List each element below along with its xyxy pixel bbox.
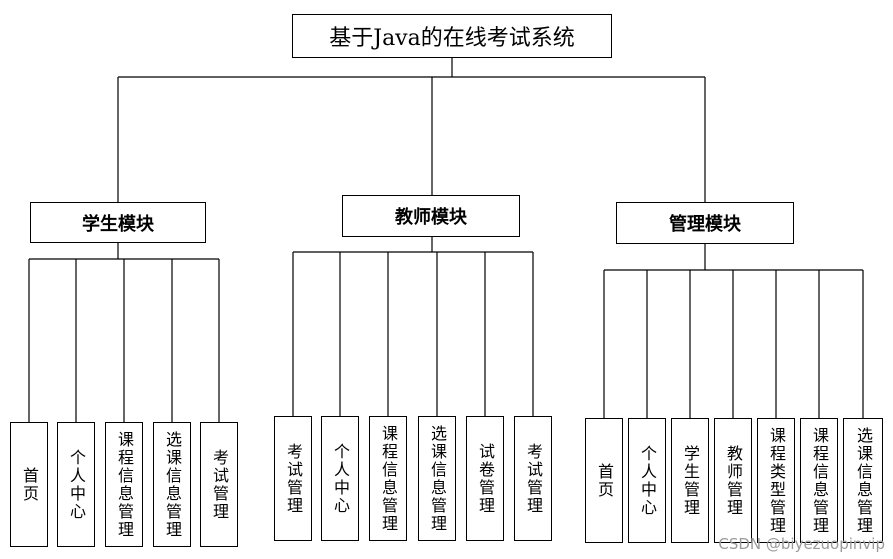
leaf-label: 考试管理	[284, 442, 303, 515]
leaf-label: 选课信息管理	[854, 426, 873, 535]
module-box-teacher: 教师模块	[342, 195, 520, 237]
leaf-label: 学生管理	[681, 444, 700, 517]
leaf-label: 考试管理	[524, 442, 543, 515]
leaf-label: 选课信息管理	[163, 430, 182, 539]
leaf-label: 个人中心	[331, 442, 350, 515]
module-box-admin: 管理模块	[616, 202, 794, 244]
leaf-student-profile: 个人中心	[57, 422, 95, 547]
module-label-admin: 管理模块	[669, 214, 741, 235]
module-box-student: 学生模块	[30, 202, 206, 243]
leaf-label: 课程信息管理	[810, 426, 829, 535]
leaf-label: 首页	[20, 466, 39, 503]
leaf-label: 考试管理	[210, 448, 229, 521]
leaf-teacher-profile: 个人中心	[321, 416, 359, 541]
leaf-admin-teacher: 教师管理	[714, 418, 752, 543]
leaf-admin-course-type: 课程类型管理	[757, 418, 795, 543]
watermark: CSDN @biyezuopinvip	[718, 535, 885, 553]
module-label-student: 学生模块	[82, 213, 154, 235]
leaf-label: 教师管理	[724, 444, 743, 517]
leaf-student-exam: 考试管理	[200, 422, 238, 547]
leaf-teacher-exam-1: 考试管理	[274, 416, 312, 541]
leaf-admin-student: 学生管理	[671, 418, 709, 543]
leaf-label: 个人中心	[67, 448, 86, 521]
leaf-teacher-exam-2: 考试管理	[514, 416, 552, 541]
leaf-student-course-info: 课程信息管理	[105, 422, 143, 547]
leaf-admin-selection-info: 选课信息管理	[843, 418, 883, 543]
leaf-label: 课程信息管理	[115, 430, 134, 539]
leaf-label: 选课信息管理	[428, 424, 447, 533]
leaf-admin-home: 首页	[585, 418, 623, 543]
leaf-label: 个人中心	[638, 444, 657, 517]
leaf-label: 首页	[595, 462, 614, 499]
leaf-admin-course-info: 课程信息管理	[800, 418, 838, 543]
leaf-label: 试卷管理	[476, 442, 495, 515]
leaf-teacher-course-info: 课程信息管理	[369, 416, 407, 541]
leaf-teacher-paper: 试卷管理	[466, 416, 504, 541]
module-label-teacher: 教师模块	[395, 207, 467, 228]
leaf-teacher-selection-info: 选课信息管理	[418, 416, 456, 541]
leaf-label: 课程信息管理	[379, 424, 398, 533]
leaf-label: 课程类型管理	[767, 426, 786, 535]
root-title: 基于Java的在线考试系统	[329, 26, 575, 51]
leaf-student-home: 首页	[10, 422, 48, 547]
leaf-admin-profile: 个人中心	[628, 418, 666, 543]
leaf-student-selection-info: 选课信息管理	[153, 422, 191, 547]
root-title-box: 基于Java的在线考试系统	[292, 14, 612, 58]
